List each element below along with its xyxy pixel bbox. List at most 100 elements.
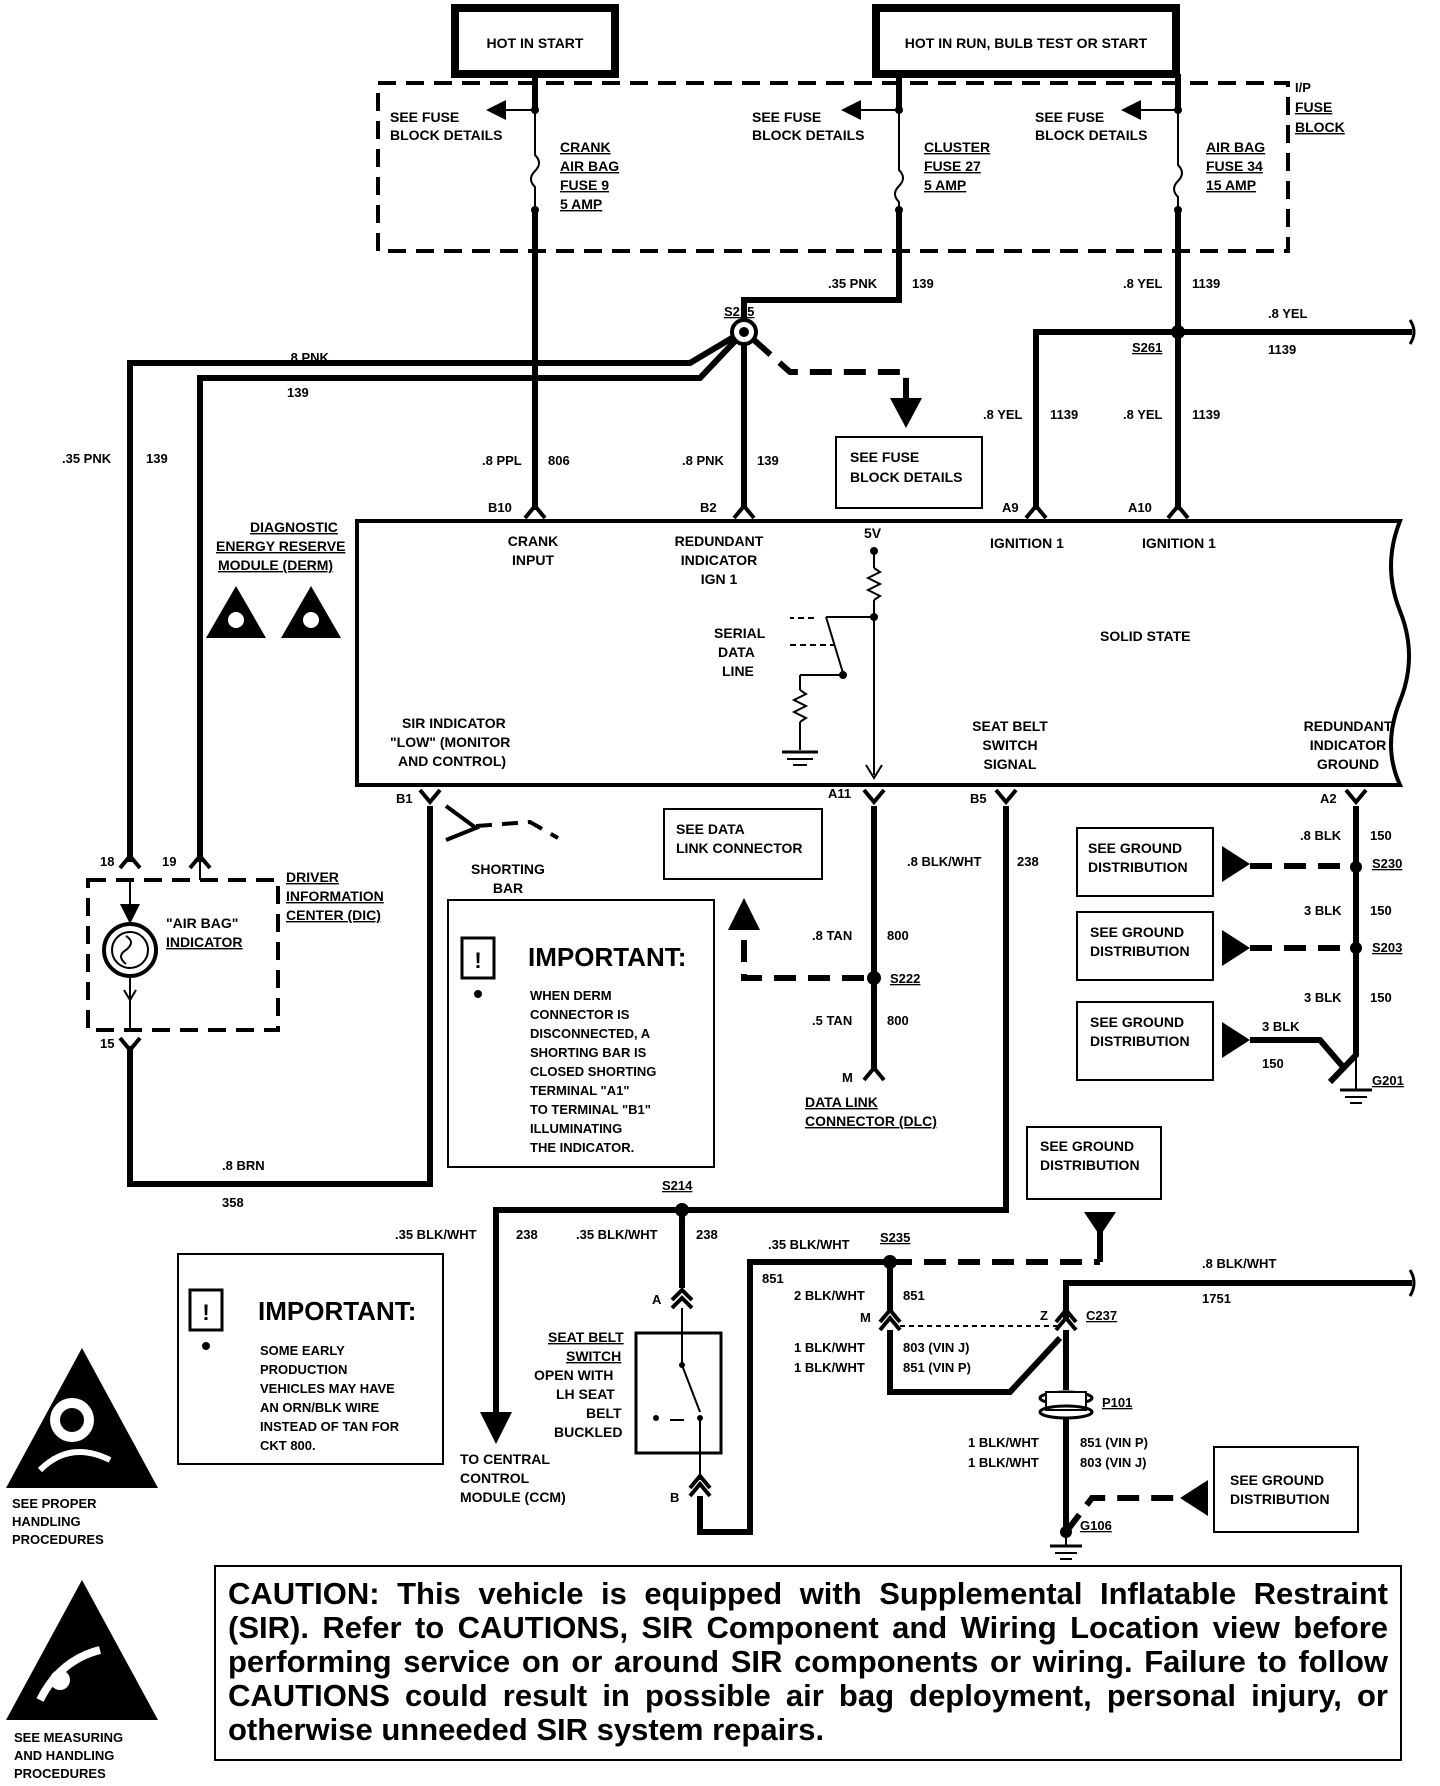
svg-text:SEE GROUND: SEE GROUND (1090, 1014, 1184, 1030)
svg-text:BLOCK DETAILS: BLOCK DETAILS (390, 127, 503, 143)
svg-text:INPUT: INPUT (512, 552, 554, 568)
svg-text:SIR INDICATOR: SIR INDICATOR (402, 715, 506, 731)
svg-text:139: 139 (757, 453, 779, 468)
svg-text:A9: A9 (1002, 500, 1019, 515)
svg-text:150: 150 (1370, 828, 1392, 843)
svg-text:SEE GROUND: SEE GROUND (1230, 1472, 1324, 1488)
svg-text:150: 150 (1262, 1056, 1284, 1071)
svg-text:851 (VIN P): 851 (VIN P) (903, 1360, 971, 1375)
svg-text:INDICATOR: INDICATOR (1310, 737, 1386, 753)
svg-text:.35 BLK/WHT: .35 BLK/WHT (768, 1237, 850, 1252)
svg-text:PROCEDURES: PROCEDURES (12, 1532, 104, 1547)
svg-text:SEE FUSE: SEE FUSE (390, 109, 459, 125)
svg-text:TO CENTRAL: TO CENTRAL (460, 1451, 550, 1467)
svg-text:803 (VIN J): 803 (VIN J) (1080, 1455, 1146, 1470)
svg-text:SWITCH: SWITCH (982, 737, 1037, 753)
svg-text:SHORTING BAR IS: SHORTING BAR IS (530, 1045, 647, 1060)
svg-text:B1: B1 (396, 791, 413, 806)
svg-text:.35 BLK/WHT: .35 BLK/WHT (576, 1227, 658, 1242)
svg-text:S222: S222 (890, 971, 920, 986)
svg-text:REDUNDANT: REDUNDANT (1304, 718, 1393, 734)
svg-text:M: M (842, 1070, 853, 1085)
svg-text:3 BLK: 3 BLK (1262, 1019, 1300, 1034)
svg-text:DATA LINK: DATA LINK (805, 1094, 878, 1110)
svg-text:.8 TAN: .8 TAN (812, 928, 852, 943)
svg-text:.5 TAN: .5 TAN (812, 1013, 852, 1028)
svg-text:IGNITION 1: IGNITION 1 (1142, 535, 1216, 551)
svg-text:LINK CONNECTOR: LINK CONNECTOR (676, 840, 803, 856)
svg-text:150: 150 (1370, 903, 1392, 918)
svg-text:2 BLK/WHT: 2 BLK/WHT (794, 1288, 865, 1303)
svg-text:.8 BLK: .8 BLK (1300, 828, 1342, 843)
svg-text:"AIR BAG": "AIR BAG" (166, 915, 238, 931)
derm-top-terminals (523, 502, 1190, 520)
derm-internal-labels: CRANK INPUT REDUNDANT INDICATOR IGN 1 5V… (390, 525, 1393, 772)
svg-text:SEE FUSE: SEE FUSE (1035, 109, 1104, 125)
svg-text:19: 19 (162, 854, 176, 869)
svg-text:.8 YEL: .8 YEL (1123, 276, 1163, 291)
hot-in-start-box: HOT IN START (451, 4, 619, 78)
svg-text:BUCKLED: BUCKLED (554, 1424, 622, 1440)
svg-text:IGNITION 1: IGNITION 1 (990, 535, 1064, 551)
svg-text:INSTEAD OF TAN FOR: INSTEAD OF TAN FOR (260, 1419, 400, 1434)
svg-text:CLUSTER: CLUSTER (924, 139, 990, 155)
svg-text:1 BLK/WHT: 1 BLK/WHT (794, 1360, 865, 1375)
svg-text:!: ! (474, 948, 481, 973)
svg-text:INDICATOR: INDICATOR (166, 934, 242, 950)
svg-text:TERMINAL "A1": TERMINAL "A1" (530, 1083, 629, 1098)
svg-text:B10: B10 (488, 500, 512, 515)
svg-text:SOME EARLY: SOME EARLY (260, 1343, 345, 1358)
svg-text:CLOSED SHORTING: CLOSED SHORTING (530, 1064, 656, 1079)
svg-text:A2: A2 (1320, 791, 1337, 806)
svg-text:.8 PNK: .8 PNK (682, 453, 725, 468)
svg-text:CONNECTOR (DLC): CONNECTOR (DLC) (805, 1113, 937, 1129)
svg-text:DRIVER: DRIVER (286, 869, 339, 885)
svg-text:TO TERMINAL "B1": TO TERMINAL "B1" (530, 1102, 651, 1117)
svg-text:SEE GROUND: SEE GROUND (1088, 840, 1182, 856)
svg-text:5V: 5V (864, 525, 882, 541)
svg-text:PRODUCTION: PRODUCTION (260, 1362, 347, 1377)
svg-text:1139: 1139 (1050, 407, 1078, 422)
hot-in-run-box: HOT IN RUN, BULB TEST OR START (872, 4, 1180, 78)
svg-text:.35 PNK: .35 PNK (828, 276, 878, 291)
svg-text:.35 PNK: .35 PNK (62, 451, 112, 466)
wire-238-s214: S214 .35 BLK/WHT 238 .35 BLK/WHT 238 TO … (395, 1178, 718, 1505)
svg-text:AN ORN/BLK WIRE: AN ORN/BLK WIRE (260, 1400, 379, 1415)
handling-warning-icon: SEE PROPER HANDLING PROCEDURES (6, 1348, 158, 1547)
svg-text:CKT 800.: CKT 800. (260, 1438, 316, 1453)
shorting-bar: SHORTING BAR (444, 804, 559, 896)
svg-text:FUSE 27: FUSE 27 (924, 158, 981, 174)
svg-text:BLOCK DETAILS: BLOCK DETAILS (850, 469, 963, 485)
svg-text:CONNECTOR IS: CONNECTOR IS (530, 1007, 630, 1022)
svg-text:INDICATOR: INDICATOR (681, 552, 757, 568)
svg-text:806: 806 (548, 453, 570, 468)
driver-information-center: 18 19 15 "AIR BAG" INDICATOR DRIVER INFO… (86, 852, 384, 1054)
svg-text:ENERGY RESERVE: ENERGY RESERVE (216, 538, 345, 554)
svg-text:S261: S261 (1132, 340, 1162, 355)
wire-800: S222 .8 TAN 800 .5 TAN 800 M DATA LINK C… (728, 806, 937, 1129)
svg-text:BLOCK DETAILS: BLOCK DETAILS (1035, 127, 1148, 143)
svg-text:LINE: LINE (722, 663, 754, 679)
svg-text:SWITCH: SWITCH (566, 1348, 621, 1364)
svg-text:AIR BAG: AIR BAG (1206, 139, 1265, 155)
svg-text:1 BLK/WHT: 1 BLK/WHT (968, 1435, 1039, 1450)
svg-text:M: M (860, 1310, 871, 1325)
svg-text:S215: S215 (724, 304, 754, 319)
svg-text:3 BLK: 3 BLK (1304, 990, 1342, 1005)
svg-text:!: ! (202, 1300, 209, 1325)
svg-text:238: 238 (696, 1227, 718, 1242)
important-note-orn-blk: ! IMPORTANT: SOME EARLY PRODUCTION VEHIC… (177, 1253, 444, 1465)
svg-text:IMPORTANT:: IMPORTANT: (528, 942, 686, 972)
svg-text:S214: S214 (662, 1178, 693, 1193)
svg-text:SEAT BELT: SEAT BELT (972, 718, 1048, 734)
svg-text:15 AMP: 15 AMP (1206, 177, 1256, 193)
svg-text:1139: 1139 (1192, 407, 1220, 422)
svg-text:HANDLING: HANDLING (12, 1514, 81, 1529)
fuse-block-label: I/P FUSE BLOCK (1295, 80, 1345, 135)
derm-module (355, 519, 1411, 787)
svg-text:Z: Z (1040, 1308, 1048, 1323)
svg-text:.8 YEL: .8 YEL (1268, 306, 1308, 321)
svg-text:SOLID STATE: SOLID STATE (1100, 628, 1190, 644)
see-data-link-connector: SEE DATA LINK CONNECTOR (663, 808, 823, 880)
svg-text:DISTRIBUTION: DISTRIBUTION (1040, 1157, 1140, 1173)
